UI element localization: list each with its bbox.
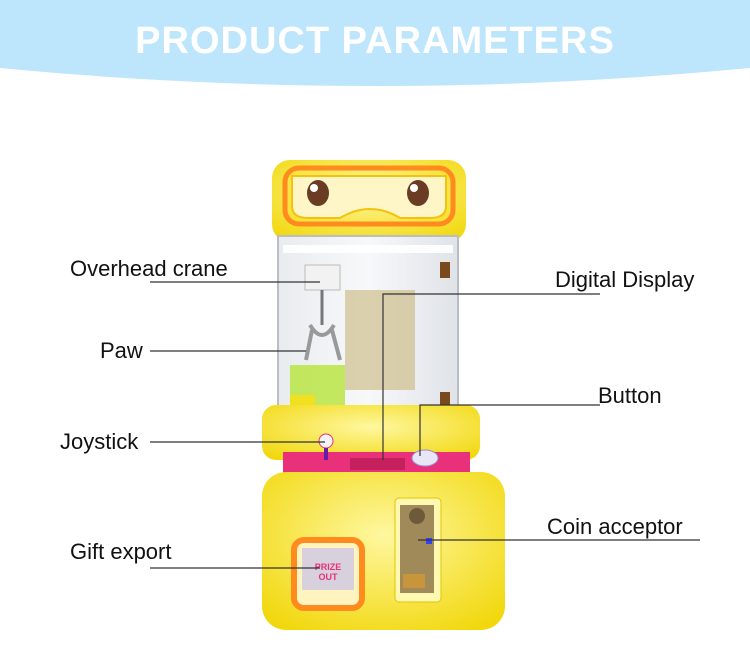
label-button: Button xyxy=(598,383,662,408)
eye-right xyxy=(407,180,429,206)
line-button xyxy=(419,404,600,456)
svg-text:OUT: OUT xyxy=(319,572,339,582)
joystick-ball xyxy=(318,433,334,449)
prize-out-sticker: PRIZE xyxy=(315,562,342,572)
label-overhead-crane: Overhead crane xyxy=(70,256,228,281)
label-coin-acceptor: Coin acceptor xyxy=(547,514,683,539)
label-paw: Paw xyxy=(100,338,143,363)
label-digital-display: Digital Display xyxy=(555,267,695,292)
line-digital-display xyxy=(382,293,600,460)
push-button xyxy=(411,449,439,467)
machine-base: PRIZE OUT xyxy=(262,472,505,630)
machine-head xyxy=(272,160,466,242)
label-joystick: Joystick xyxy=(60,429,139,454)
control-panel xyxy=(262,405,480,474)
eye-left xyxy=(307,180,329,206)
header-banner xyxy=(0,0,750,86)
leader-lines xyxy=(150,281,700,569)
label-gift-export: Gift export xyxy=(70,539,172,564)
glass-cabinet xyxy=(277,235,459,419)
page-title: PRODUCT PARAMETERS xyxy=(135,20,615,62)
